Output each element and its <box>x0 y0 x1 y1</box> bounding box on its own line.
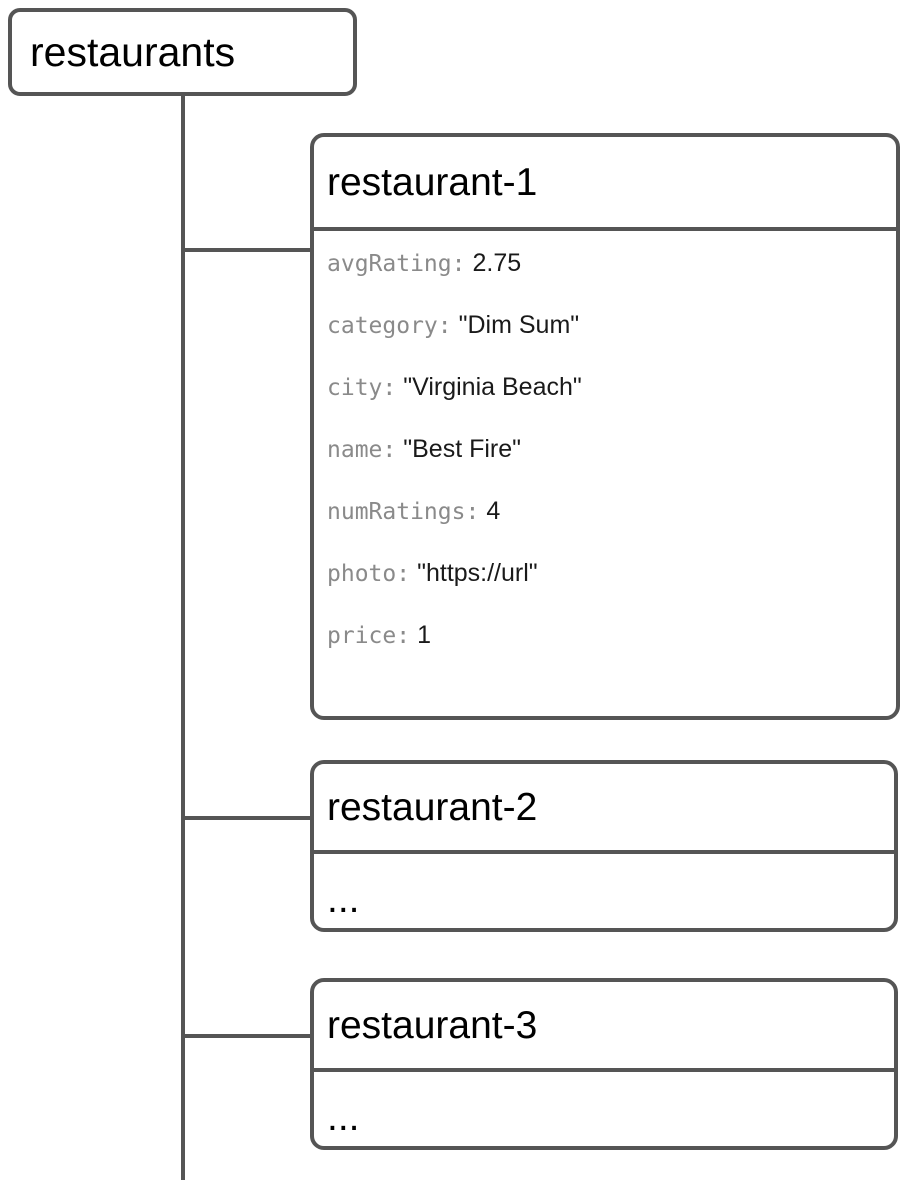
document-card-restaurant-2[interactable]: restaurant-2... <box>310 760 898 932</box>
field-value: 4 <box>486 497 501 525</box>
document-body-restaurant-3: ... <box>314 1072 894 1146</box>
field-key: name: <box>327 437 397 463</box>
document-id-label: restaurant-3 <box>327 1003 538 1047</box>
document-header-restaurant-1[interactable]: restaurant-1 <box>314 137 896 231</box>
document-id-label: restaurant-2 <box>327 785 538 829</box>
field-key: numRatings: <box>327 499 480 525</box>
field-row: category:"Dim Sum" <box>327 313 579 338</box>
field-value: "Best Fire" <box>403 435 522 463</box>
document-id-label: restaurant-1 <box>327 160 538 204</box>
field-key: city: <box>327 375 397 401</box>
field-key: photo: <box>327 561 411 587</box>
field-row: price:1 <box>327 623 431 648</box>
branch-line-restaurant-1 <box>181 248 312 252</box>
field-value: "Dim Sum" <box>458 311 580 339</box>
document-card-restaurant-3[interactable]: restaurant-3... <box>310 978 898 1150</box>
field-value: "https://url" <box>417 559 538 587</box>
document-header-restaurant-2[interactable]: restaurant-2 <box>314 764 894 854</box>
collection-node-label: restaurants <box>30 28 236 75</box>
document-card-restaurant-1[interactable]: restaurant-1 avgRating:2.75 category:"Dim … <box>310 133 900 720</box>
trunk-line <box>181 96 185 1180</box>
field-row: numRatings:4 <box>327 499 500 524</box>
field-row: photo:"https://url" <box>327 561 538 586</box>
field-value: "Virginia Beach" <box>403 373 582 401</box>
field-key: category: <box>327 313 452 339</box>
field-row: city:"Virginia Beach" <box>327 375 582 400</box>
collapsed-fields-ellipsis: ... <box>327 1096 360 1139</box>
field-value: 2.75 <box>472 249 522 277</box>
document-body-restaurant-2: ... <box>314 854 894 928</box>
field-row: name:"Best Fire" <box>327 437 521 462</box>
collection-node-restaurants[interactable]: restaurants <box>8 8 357 96</box>
document-body-restaurant-1: avgRating:2.75 category:"Dim Sum" city:"Vi… <box>314 231 896 716</box>
branch-line-restaurant-3 <box>181 1034 312 1038</box>
field-value: 1 <box>417 621 431 649</box>
document-header-restaurant-3[interactable]: restaurant-3 <box>314 982 894 1072</box>
field-row: avgRating:2.75 <box>327 251 521 276</box>
branch-line-restaurant-2 <box>181 816 312 820</box>
collapsed-fields-ellipsis: ... <box>327 878 360 921</box>
field-key: price: <box>327 623 411 649</box>
field-key: avgRating: <box>327 251 466 277</box>
